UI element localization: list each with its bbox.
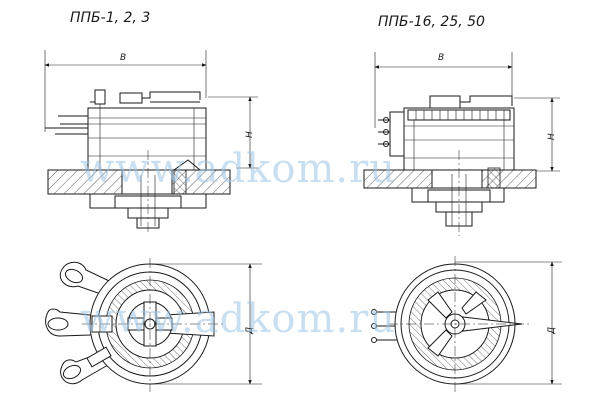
watermark-top: www.adkom.ru <box>80 146 396 192</box>
left-side-view: В Н <box>44 50 258 235</box>
right-body-ribs <box>415 110 505 120</box>
right-top-view: Д <box>371 256 562 392</box>
right-dim-diameter-label: Д <box>547 327 557 335</box>
left-dim-width-label: В <box>120 53 126 63</box>
left-view-title: ППБ-1, 2, 3 <box>70 10 150 26</box>
left-top-view: Д <box>45 258 262 392</box>
watermark-bottom: www.adkom.ru <box>80 296 396 342</box>
right-view-title: ППБ-16, 25, 50 <box>378 14 485 30</box>
right-dim-height-label: Н <box>547 133 557 140</box>
right-side-view: В Н <box>363 52 560 236</box>
left-dim-height-label: Н <box>245 131 255 138</box>
left-dim-diameter-label: Д <box>245 327 255 335</box>
right-dim-width-label: В <box>438 53 444 63</box>
